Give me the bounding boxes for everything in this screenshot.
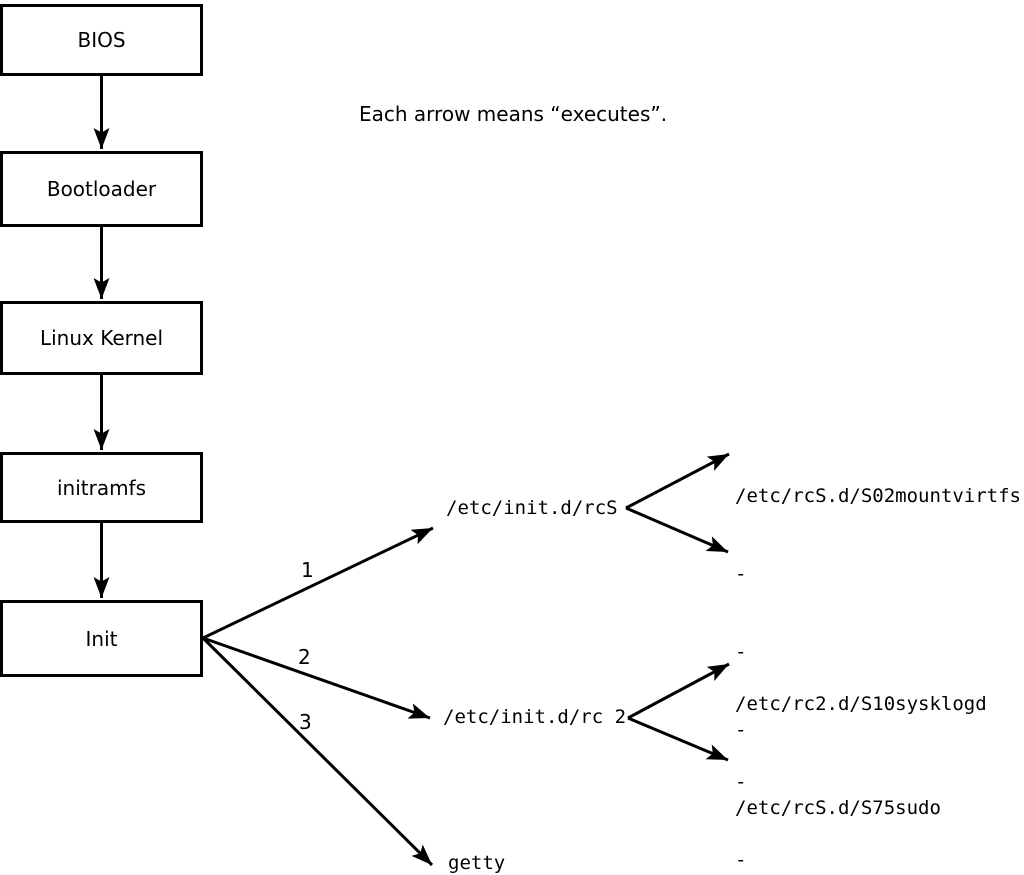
- node-init: Init: [0, 600, 203, 677]
- target-rcs: /etc/init.d/rcS: [446, 497, 618, 519]
- rc2-script-list: /etc/rc2.d/S10sysklogd - - - /etc/rc2.d/…: [735, 639, 987, 875]
- arrow-rcs-to-first-script: [625, 452, 730, 510]
- arrow-number-1: 1: [301, 558, 314, 582]
- arrow-init-to-rc2: [202, 636, 431, 720]
- ellipsis-dash: -: [735, 563, 747, 585]
- node-bootloader-label: Bootloader: [46, 177, 157, 201]
- arrow-rc2-to-first-script: [627, 662, 730, 720]
- arrow-number-3: 3: [299, 710, 312, 734]
- node-linux-kernel: Linux Kernel: [0, 301, 203, 375]
- arrow-rcs-to-last-script: [625, 506, 729, 554]
- node-bios: BIOS: [0, 4, 203, 76]
- arrow-init-to-getty: [201, 636, 434, 867]
- ellipsis-dash: -: [735, 771, 747, 793]
- ellipsis-dash: -: [735, 719, 747, 741]
- node-initramfs-label: initramfs: [56, 475, 147, 500]
- node-bootloader: Bootloader: [0, 151, 203, 227]
- ellipsis-dash: -: [735, 641, 747, 663]
- node-linux-kernel-label: Linux Kernel: [39, 326, 164, 350]
- rcs-script-first: /etc/rcS.d/S02mountvirtfs: [735, 485, 1021, 507]
- rc2-script-first: /etc/rc2.d/S10sysklogd: [735, 693, 987, 715]
- ellipsis-dash: -: [735, 849, 747, 871]
- node-bios-label: BIOS: [77, 28, 126, 52]
- arrow-rc2-to-last-script: [627, 716, 729, 762]
- node-init-label: Init: [85, 626, 118, 651]
- legend-note: Each arrow means “executes”.: [359, 102, 668, 126]
- rcs-script-last: /etc/rcS.d/S75sudo: [735, 797, 941, 819]
- target-rc2: /etc/init.d/rc 2: [443, 706, 627, 728]
- node-initramfs: initramfs: [0, 452, 203, 523]
- arrow-init-to-rcs: [202, 526, 434, 640]
- target-getty: getty: [448, 852, 506, 874]
- arrow-number-2: 2: [298, 645, 311, 669]
- rcs-script-list: /etc/rcS.d/S02mountvirtfs - - - /etc/rcS…: [735, 431, 1021, 873]
